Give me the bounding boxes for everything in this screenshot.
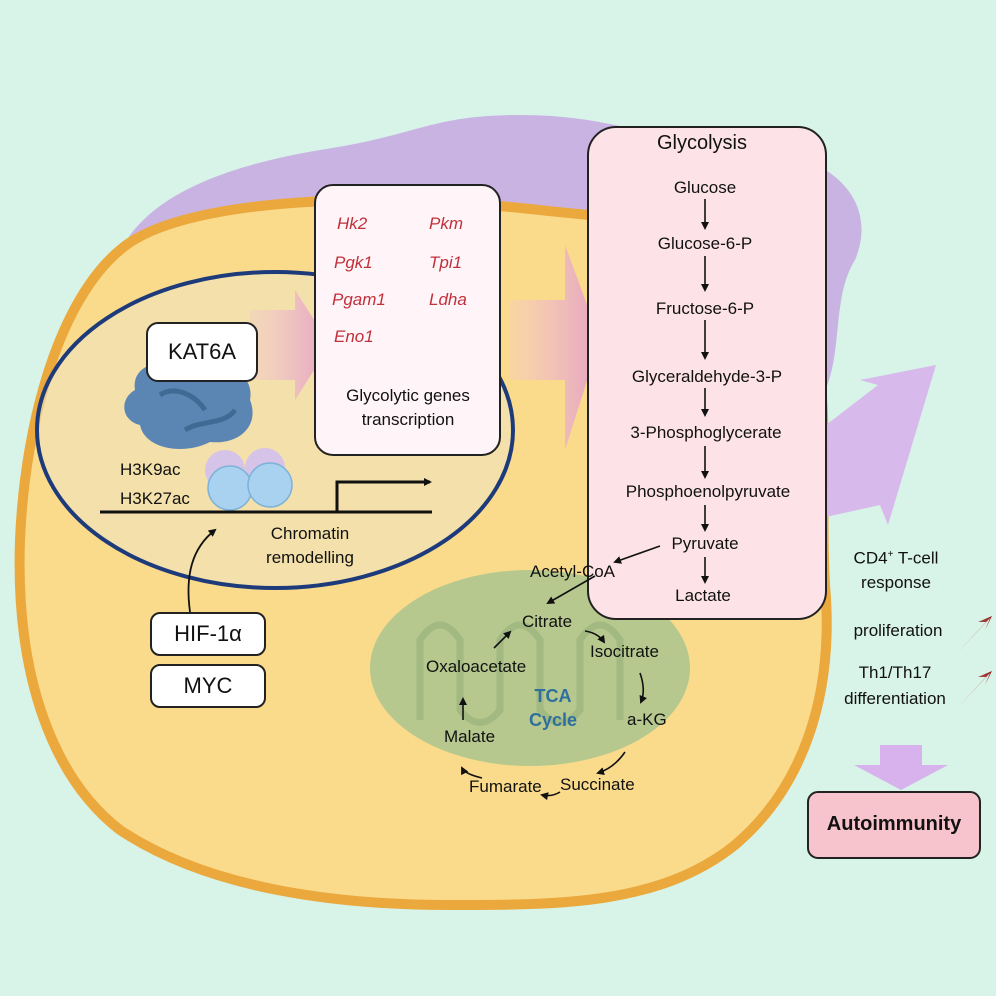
response-differentiation: Th1/Th17 differentiation (832, 660, 958, 712)
response-title-suffix: T-cell (893, 548, 939, 568)
glycolysis-step-glucose: Glucose (673, 178, 737, 197)
autoimmunity-box (807, 791, 981, 859)
tca-line-1: TCA (534, 686, 572, 706)
promoter-arrow (335, 478, 432, 512)
increase-arrow (958, 671, 992, 707)
kat6a-protein (124, 361, 253, 449)
tca-succinate: Succinate (560, 775, 635, 794)
glycolysis-step-glucose-6-p: Glucose-6-P (657, 234, 753, 253)
genes-to-glycolysis-arrow (510, 245, 600, 450)
tca-fumarate: Fumarate (469, 777, 542, 796)
glycolysis-step-lactate: Lactate (675, 586, 731, 605)
transcription-line-2: transcription (361, 410, 455, 429)
gene-pgam1: Pgam1 (332, 290, 386, 309)
response-title-prefix: CD4 (853, 548, 888, 568)
response-title-sup: + (887, 549, 894, 560)
glycolysis-box (587, 126, 827, 620)
autoimmunity-label: Autoimmunity (826, 813, 962, 835)
histone-mark-h3k9ac: H3K9ac (120, 460, 181, 479)
hif-to-chromatin-arrow (187, 528, 217, 613)
glycolysis-step-pyruvate: Pyruvate (671, 534, 739, 553)
glycolysis-arrows (613, 199, 709, 584)
nucleosome (247, 462, 293, 508)
gene-tpi1: Tpi1 (429, 253, 463, 272)
glycolysis-step-3-phosphoglycerate: 3-Phosphoglycerate (630, 423, 782, 442)
glycolysis-step-phosphoenolpyruvate: Phosphoenolpyruvate (625, 482, 791, 501)
response-proliferation: proliferation (853, 621, 943, 640)
glycolysis-step-glyceraldehyde-3-p: Glyceraldehyde-3-P (631, 367, 783, 386)
tca-isocitrate: Isocitrate (590, 642, 659, 661)
hif1a-label: HIF-1α (174, 621, 242, 646)
tca-arrows (459, 575, 647, 801)
gene-eno1: Eno1 (334, 327, 374, 346)
response-title: CD4+ T-cell response (836, 543, 956, 595)
myc-label: MYC (183, 673, 233, 698)
gene-box (314, 184, 501, 456)
kat6a-box: KAT6A (146, 322, 258, 382)
nucleosome (207, 465, 253, 511)
gene-hk2: Hk2 (337, 214, 368, 233)
gene-pkm: Pkm (429, 214, 463, 233)
transcription-line-1: Glycolytic genes (346, 386, 470, 405)
myc-box: MYC (150, 664, 266, 708)
kat6a-label: KAT6A (167, 339, 237, 364)
tca-cycle-label: TCA Cycle (515, 684, 591, 732)
glycolysis-step-fructose-6-p: Fructose-6-P (655, 299, 755, 318)
glycolysis-to-response-arrow (800, 365, 936, 525)
gene-pgk1: Pgk1 (334, 253, 373, 272)
histone-mark-h3k27ac: H3K27ac (120, 489, 190, 508)
chromatin-line-2: remodelling (266, 548, 354, 567)
hif1a-box: HIF-1α (150, 612, 266, 656)
tca-malate: Malate (444, 727, 496, 746)
response-differentiation-label: differentiation (844, 689, 946, 708)
response-th-label: Th1/Th17 (858, 663, 932, 682)
acetyl-coa-label: Acetyl-CoA (530, 562, 616, 581)
tca-citrate: Citrate (522, 612, 573, 631)
response-to-autoimmunity-arrow (854, 745, 948, 790)
response-title-line2: response (861, 572, 931, 592)
tca-line-2: Cycle (528, 710, 578, 730)
nucleus-to-genes-arrow (250, 290, 330, 400)
gene-ldha: Ldha (429, 290, 467, 309)
chromatin-remodelling-label: Chromatin remodelling (240, 522, 380, 570)
tca-a-kg: a-KG (627, 710, 667, 729)
increase-arrow (958, 616, 992, 652)
glycolysis-title: Glycolysis (656, 132, 748, 154)
chromatin-line-1: Chromatin (270, 524, 350, 543)
tca-oxaloacetate: Oxaloacetate (426, 657, 527, 676)
transcription-label: Glycolytic genes transcription (318, 384, 498, 432)
mitochondrion-cristae (416, 621, 624, 726)
